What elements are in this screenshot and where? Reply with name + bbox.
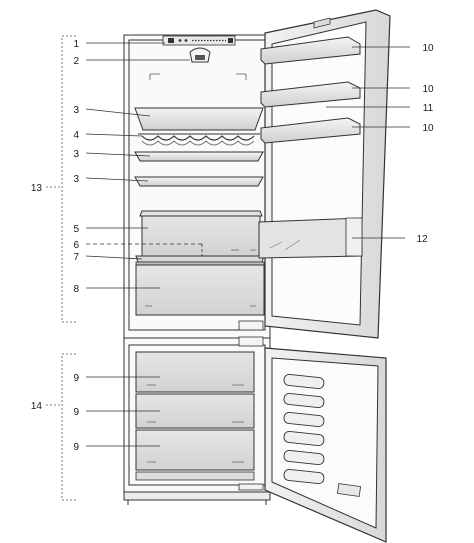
hinges (238, 320, 264, 491)
glass-shelves (134, 107, 264, 187)
callout-9b: 9 (73, 407, 79, 418)
leader-lines (85, 42, 410, 447)
callout-11: 11 (423, 103, 434, 114)
callout-12: 12 (416, 234, 428, 245)
callout-10a: 10 (422, 43, 434, 54)
callout-labels-left: 1 2 3 4 3 3 5 6 7 8 9 9 9 (73, 39, 79, 453)
fridge-door (258, 9, 391, 339)
bracket-lines (46, 35, 76, 501)
crisper-area (135, 210, 265, 316)
callout-9c: 9 (73, 442, 79, 453)
callout-1: 1 (73, 39, 79, 50)
callout-3a: 3 (73, 105, 79, 116)
bottle-rack (138, 133, 260, 146)
callout-6: 6 (73, 240, 79, 251)
bracket-labels: 13 14 (31, 183, 43, 412)
callout-13: 13 (31, 183, 43, 194)
callout-labels-right: 10 10 11 10 12 (416, 43, 434, 245)
freezer-drawers (135, 351, 255, 481)
callout-9a: 9 (73, 373, 79, 384)
callout-2: 2 (73, 56, 79, 67)
callout-4: 4 (73, 130, 79, 141)
callout-10c: 10 (422, 123, 434, 134)
callout-14: 14 (31, 401, 43, 412)
callout-10b: 10 (422, 84, 434, 95)
freezer-door (264, 347, 387, 543)
callout-3b: 3 (73, 149, 79, 160)
callout-5: 5 (73, 224, 79, 235)
callout-8: 8 (73, 284, 79, 295)
control-panel (162, 35, 236, 46)
callout-3c: 3 (73, 174, 79, 185)
callout-7: 7 (73, 252, 79, 263)
rear-wall-marks (149, 73, 247, 80)
interior-light (189, 47, 211, 63)
